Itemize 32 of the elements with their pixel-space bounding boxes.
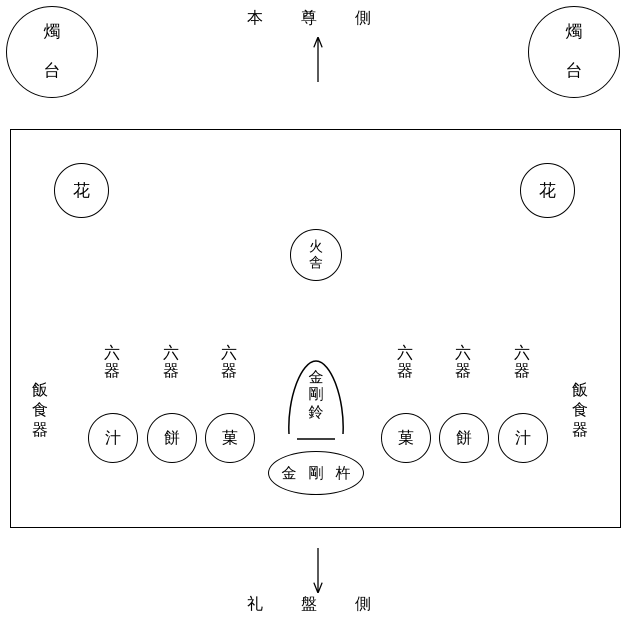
bell-outline bbox=[285, 359, 347, 440]
vessel-label: 六器 bbox=[455, 344, 471, 380]
vessel-label: 六器 bbox=[221, 344, 237, 380]
item-label: 餅 bbox=[456, 428, 472, 448]
item-label: 餅 bbox=[164, 428, 180, 448]
item-label: 金剛杵 bbox=[282, 464, 362, 482]
vessel-label: 六器 bbox=[104, 344, 120, 380]
item-label: 汁 bbox=[105, 428, 121, 448]
offering-circle bbox=[147, 413, 197, 463]
vessel-label: 飯食器 bbox=[572, 380, 588, 440]
item-label: 菓 bbox=[398, 428, 414, 448]
offering-circle bbox=[381, 413, 431, 463]
vessel-label: 六器 bbox=[397, 344, 413, 380]
offering-circle bbox=[439, 413, 489, 463]
item-label: 燭台 bbox=[44, 20, 60, 83]
item-label: 燭台 bbox=[566, 20, 582, 83]
item-label: 金剛鈴 bbox=[308, 369, 324, 421]
item-label: 火舎 bbox=[309, 238, 323, 272]
vessel-label: 六器 bbox=[514, 344, 530, 380]
item-label: 菓 bbox=[222, 428, 238, 448]
item-label: 花 bbox=[73, 180, 90, 202]
altar-table-outline bbox=[10, 129, 621, 528]
side-label: 礼盤側 bbox=[247, 596, 409, 612]
item-label: 汁 bbox=[515, 428, 531, 448]
censer-circle bbox=[290, 229, 342, 281]
vessel-label: 六器 bbox=[163, 344, 179, 380]
item-label: 花 bbox=[539, 180, 556, 202]
vessel-label: 飯食器 bbox=[32, 380, 48, 440]
offering-circle bbox=[88, 413, 138, 463]
side-label: 本尊側 bbox=[247, 10, 409, 26]
offering-circle bbox=[205, 413, 255, 463]
offering-circle bbox=[498, 413, 548, 463]
